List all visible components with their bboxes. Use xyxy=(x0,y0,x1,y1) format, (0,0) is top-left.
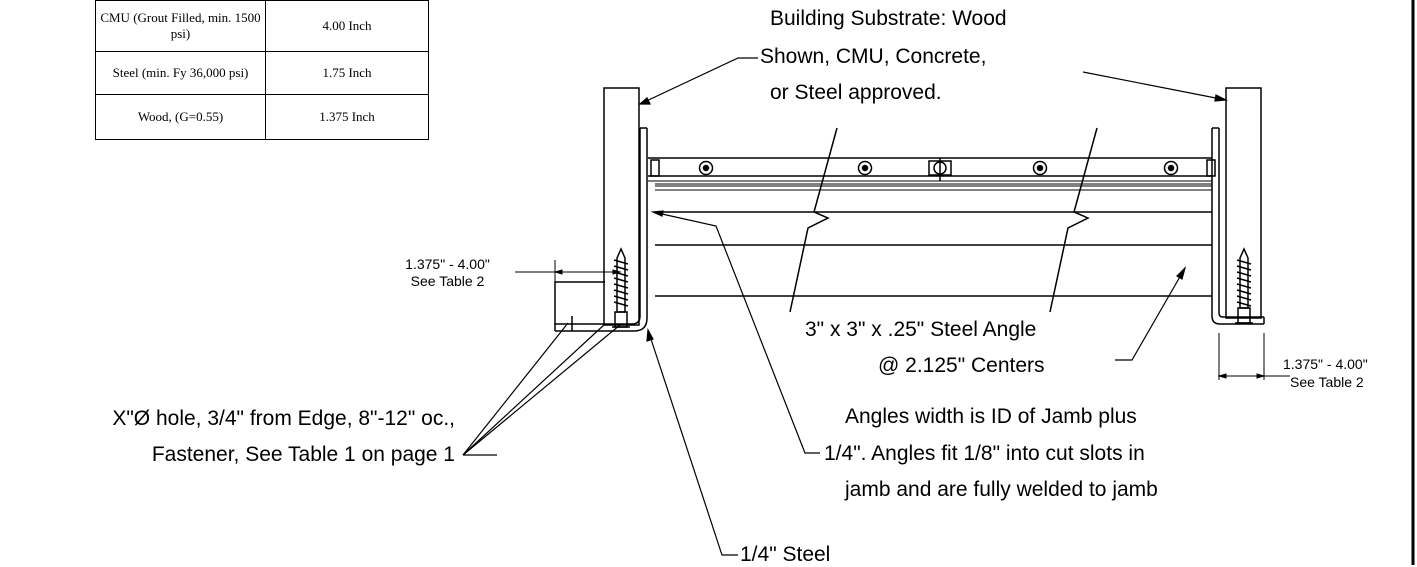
table-row: Wood, (G=0.55) 1.375 Inch xyxy=(95,94,429,140)
angle-spec-line2: @ 2.125" Centers xyxy=(878,354,1045,377)
flange-bolts xyxy=(650,158,1216,181)
substrate-label-line3: or Steel approved. xyxy=(770,81,942,104)
table-cell-material: CMU (Grout Filled, min. 1500 psi) xyxy=(95,0,266,52)
left-dimension-value: 1.375" - 4.00" xyxy=(405,256,490,272)
angle-width-line2: 1/4". Angles fit 1/8" into cut slots in xyxy=(824,442,1145,465)
angle-top-flange xyxy=(648,157,1212,191)
right-dimension-note: See Table 2 xyxy=(1290,374,1364,390)
left-lag-screw xyxy=(612,247,630,328)
angle-width-line3: jamb and are fully welded to jamb xyxy=(845,478,1158,501)
break-lines xyxy=(789,127,1098,313)
table-cell-value: 1.375 Inch xyxy=(265,94,429,140)
substrate-label-line2: Shown, CMU, Concrete, xyxy=(760,45,987,68)
hole-note-line1: X"Ø hole, 3/4" from Edge, 8"-12" oc., xyxy=(112,407,455,430)
right-dimension xyxy=(1217,333,1290,380)
left-steel-jamb xyxy=(554,127,648,332)
angle-spec-line1: 3" x 3" x .25" Steel Angle xyxy=(805,318,1037,341)
table-cell-material: Steel (min. Fy 36,000 psi) xyxy=(95,51,266,95)
left-dimension-note: See Table 2 xyxy=(410,273,485,289)
right-substrate-post xyxy=(1225,87,1262,319)
table-cell-value: 1.75 Inch xyxy=(265,51,429,95)
right-dimension-value: 1.375" - 4.00" xyxy=(1283,356,1368,372)
table-cell-material: Wood, (G=0.55) xyxy=(95,94,266,140)
hole-note-line2: Fastener, See Table 1 on page 1 xyxy=(151,443,455,466)
right-lag-screw xyxy=(1235,247,1253,324)
table-row: CMU (Grout Filled, min. 1500 psi) 4.00 I… xyxy=(95,0,429,52)
table-row: Steel (min. Fy 36,000 psi) 1.75 Inch xyxy=(95,51,429,95)
angle-width-line1: Angles width is ID of Jamb plus xyxy=(845,405,1137,428)
left-substrate-post xyxy=(603,87,640,326)
substrate-table: CMU (Grout Filled, min. 1500 psi) 4.00 I… xyxy=(95,0,429,140)
table-cell-value: 4.00 Inch xyxy=(265,0,429,52)
left-dimension xyxy=(515,260,622,282)
steel-thickness-label: 1/4" Steel xyxy=(740,543,831,566)
substrate-label-line1: Building Substrate: Wood xyxy=(770,7,1007,30)
right-steel-jamb xyxy=(1211,127,1265,325)
leader-lines xyxy=(462,57,1229,556)
